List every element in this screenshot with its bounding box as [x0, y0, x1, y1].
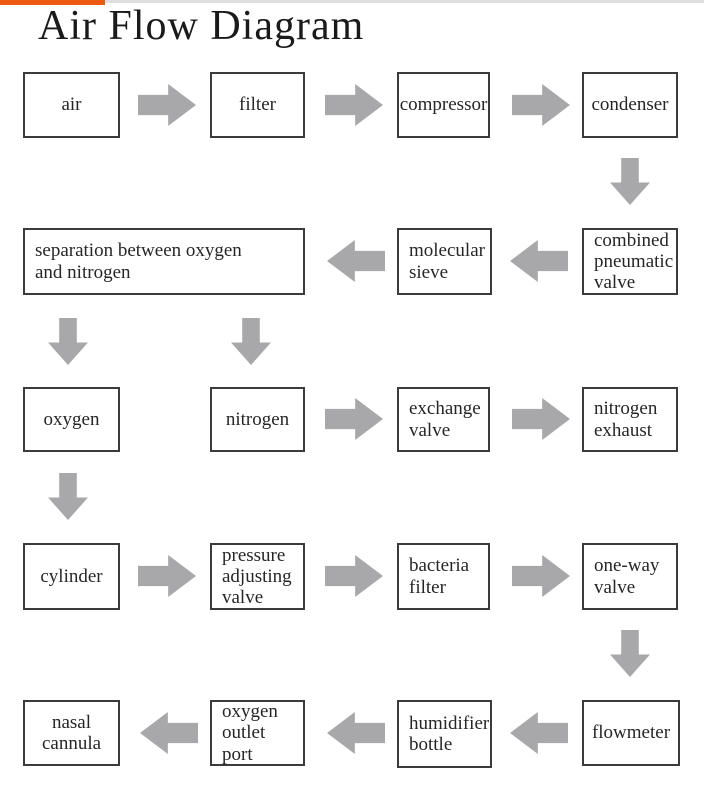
arrow-oxygen-outlet-to-nasal-cannula-icon — [140, 712, 198, 754]
accent-bar — [0, 0, 105, 5]
arrow-air-to-filter-icon — [138, 84, 196, 126]
node-label: combined pneumatic valve — [594, 229, 674, 294]
node-label: nitrogen exhaust — [594, 398, 658, 441]
node-separation: separation between oxygen and nitrogen — [23, 228, 305, 295]
node-nitrogen-exhaust: nitrogen exhaust — [582, 387, 678, 452]
node-label: compressor — [399, 94, 488, 116]
arrow-nitrogen-to-exchange-valve-icon — [325, 398, 383, 440]
node-flowmeter: flowmeter — [582, 700, 680, 766]
node-bacteria-filter: bacteria filter — [397, 543, 490, 610]
node-oxygen: oxygen — [23, 387, 120, 452]
top-border-line — [0, 0, 704, 3]
node-label: pressure adjusting valve — [222, 544, 292, 609]
arrow-combined-valve-to-molecular-sieve-icon — [510, 240, 568, 282]
node-label: flowmeter — [591, 722, 671, 744]
node-label: nitrogen — [225, 408, 290, 430]
arrow-oxygen-to-cylinder-icon — [48, 473, 88, 520]
arrow-humidifier-bottle-to-oxygen-outlet-icon — [327, 712, 385, 754]
arrow-flowmeter-to-humidifier-bottle-icon — [510, 712, 568, 754]
arrow-compressor-to-condenser-icon — [512, 84, 570, 126]
arrow-separation-to-oxygen-icon — [48, 318, 88, 365]
node-oxygen-outlet-port: oxygen outlet port — [210, 700, 305, 766]
arrow-one-way-valve-to-flowmeter-icon — [610, 630, 650, 677]
node-label: molecular sieve — [409, 240, 485, 283]
node-nasal-cannula: nasal cannula — [23, 700, 120, 766]
node-combined-pneumatic-valve: combined pneumatic valve — [582, 228, 678, 295]
node-condenser: condenser — [582, 72, 678, 138]
node-humidifier-bottle: humidifier bottle — [397, 700, 492, 768]
node-pressure-adjusting-valve: pressure adjusting valve — [210, 543, 305, 610]
arrow-pressure-valve-to-bacteria-filter-icon — [325, 555, 383, 597]
node-air: air — [23, 72, 120, 138]
node-nitrogen: nitrogen — [210, 387, 305, 452]
arrow-condenser-to-combined-valve-icon — [610, 158, 650, 205]
node-label: filter — [239, 94, 276, 116]
node-label: bacteria filter — [409, 555, 470, 598]
arrow-bacteria-filter-to-one-way-valve-icon — [512, 555, 570, 597]
node-label: one-way valve — [594, 555, 660, 598]
arrow-filter-to-compressor-icon — [325, 84, 383, 126]
node-label: oxygen outlet port — [222, 701, 278, 765]
node-exchange-valve: exchange valve — [397, 387, 490, 452]
node-cylinder: cylinder — [23, 543, 120, 610]
node-label: humidifier bottle — [409, 712, 490, 755]
arrow-molecular-sieve-to-separation-icon — [327, 240, 385, 282]
node-one-way-valve: one-way valve — [582, 543, 678, 610]
arrow-exchange-valve-to-nitrogen-exhaust-icon — [512, 398, 570, 440]
arrow-separation-to-nitrogen-icon — [231, 318, 271, 365]
node-label: air — [61, 94, 82, 116]
node-label: separation between oxygen and nitrogen — [35, 240, 242, 283]
node-label: oxygen — [43, 408, 100, 430]
node-molecular-sieve: molecular sieve — [397, 228, 492, 295]
node-filter: filter — [210, 72, 305, 138]
node-label: nasal cannula — [41, 711, 102, 754]
node-label: cylinder — [40, 565, 103, 587]
node-label: exchange valve — [409, 398, 481, 441]
node-label: condenser — [591, 94, 669, 116]
page-title: Air Flow Diagram — [38, 3, 365, 49]
arrow-cylinder-to-pressure-valve-icon — [138, 555, 196, 597]
node-compressor: compressor — [397, 72, 490, 138]
